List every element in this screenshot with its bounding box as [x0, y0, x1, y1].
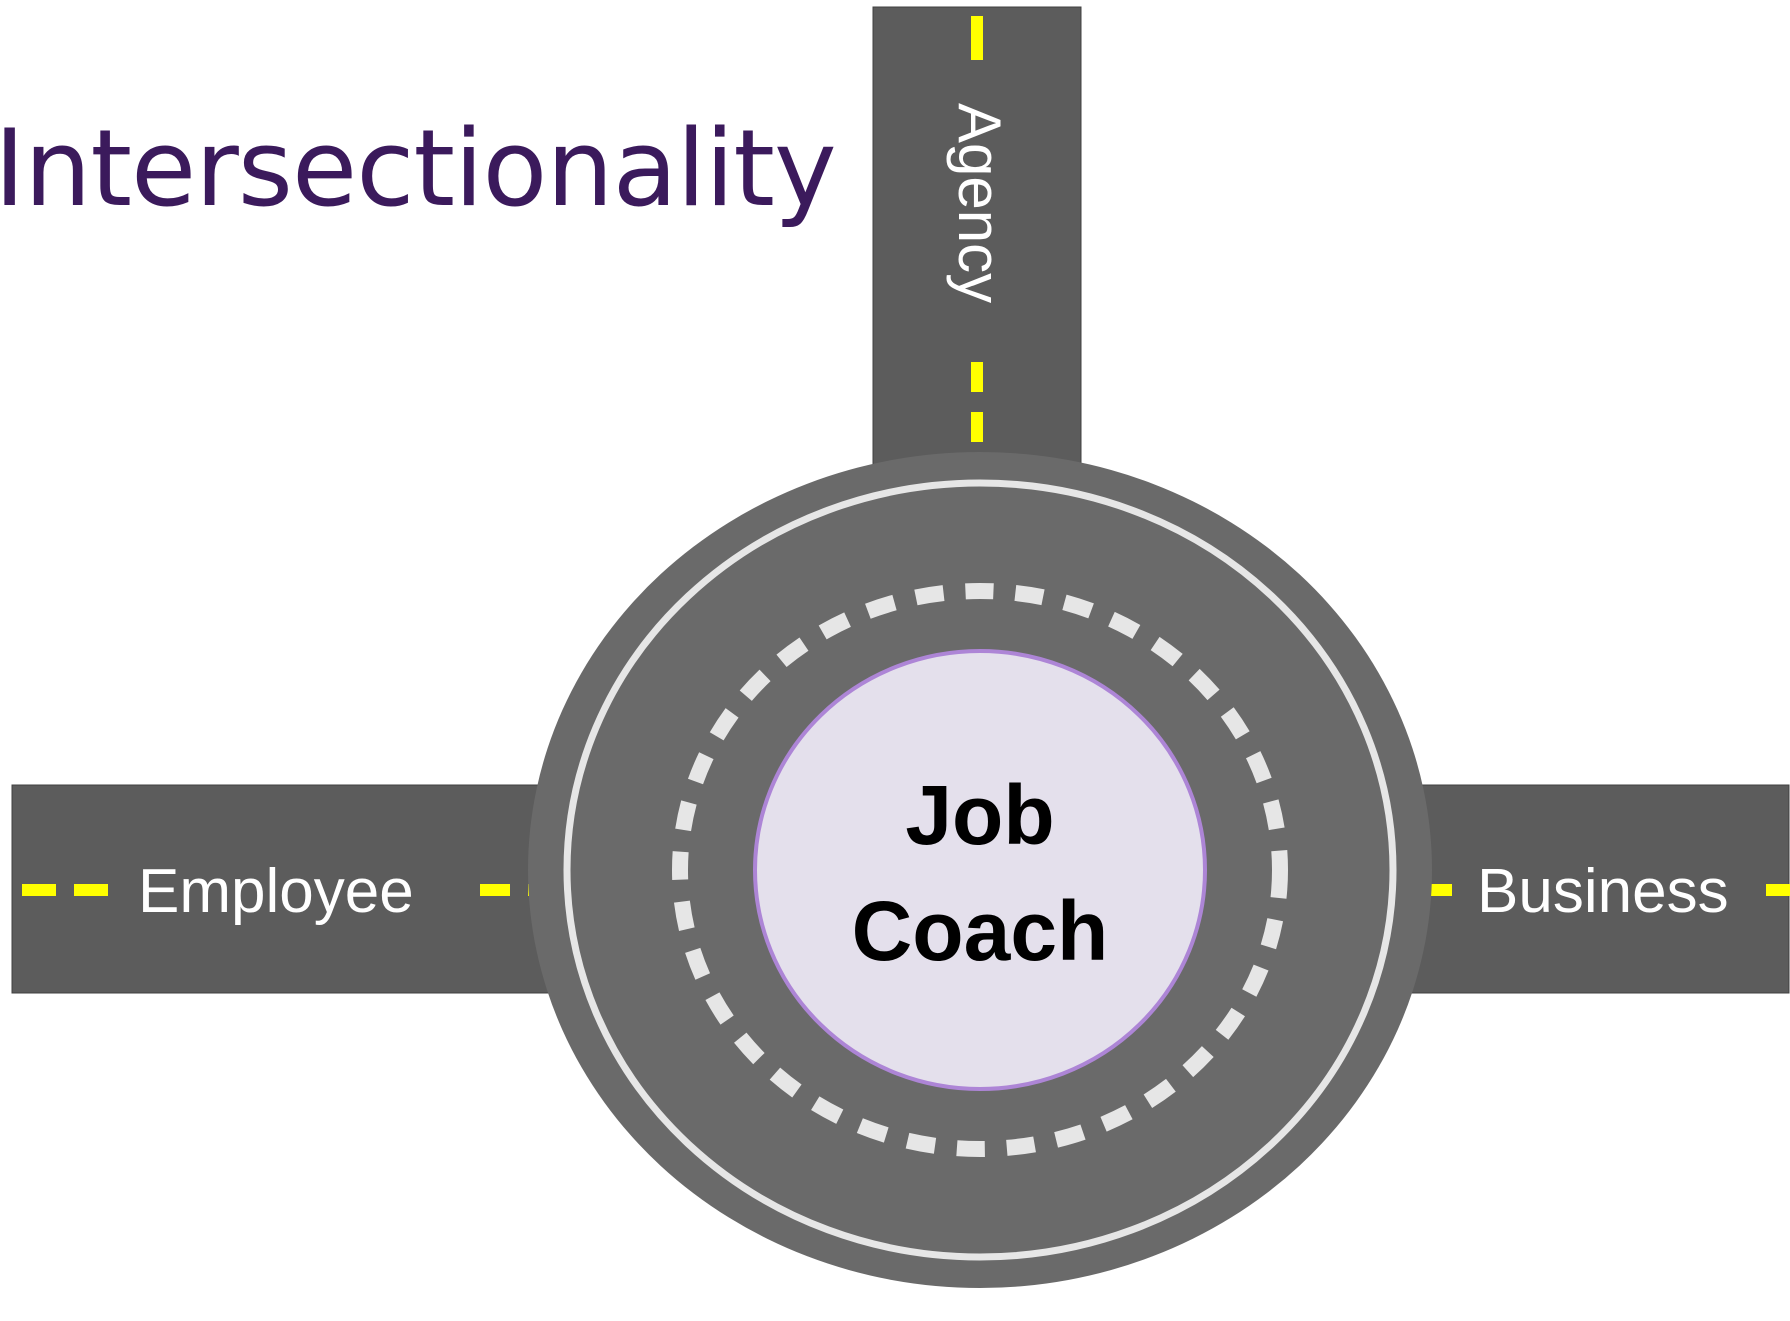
- business-label: Business: [1477, 857, 1729, 926]
- employee-road: [11, 784, 553, 994]
- center-island: [753, 649, 1207, 1091]
- roundabout-outer-lane-line: [563, 479, 1397, 1261]
- agency-label: Agency: [946, 103, 1013, 303]
- center-label-line2: Coach: [852, 884, 1109, 978]
- page-title: Intersectionality: [0, 107, 837, 230]
- agency-road: [872, 6, 1082, 468]
- center-label-line1: Job: [905, 768, 1054, 862]
- employee-label: Employee: [138, 857, 414, 926]
- roundabout-inner-dashed-line: [672, 583, 1288, 1157]
